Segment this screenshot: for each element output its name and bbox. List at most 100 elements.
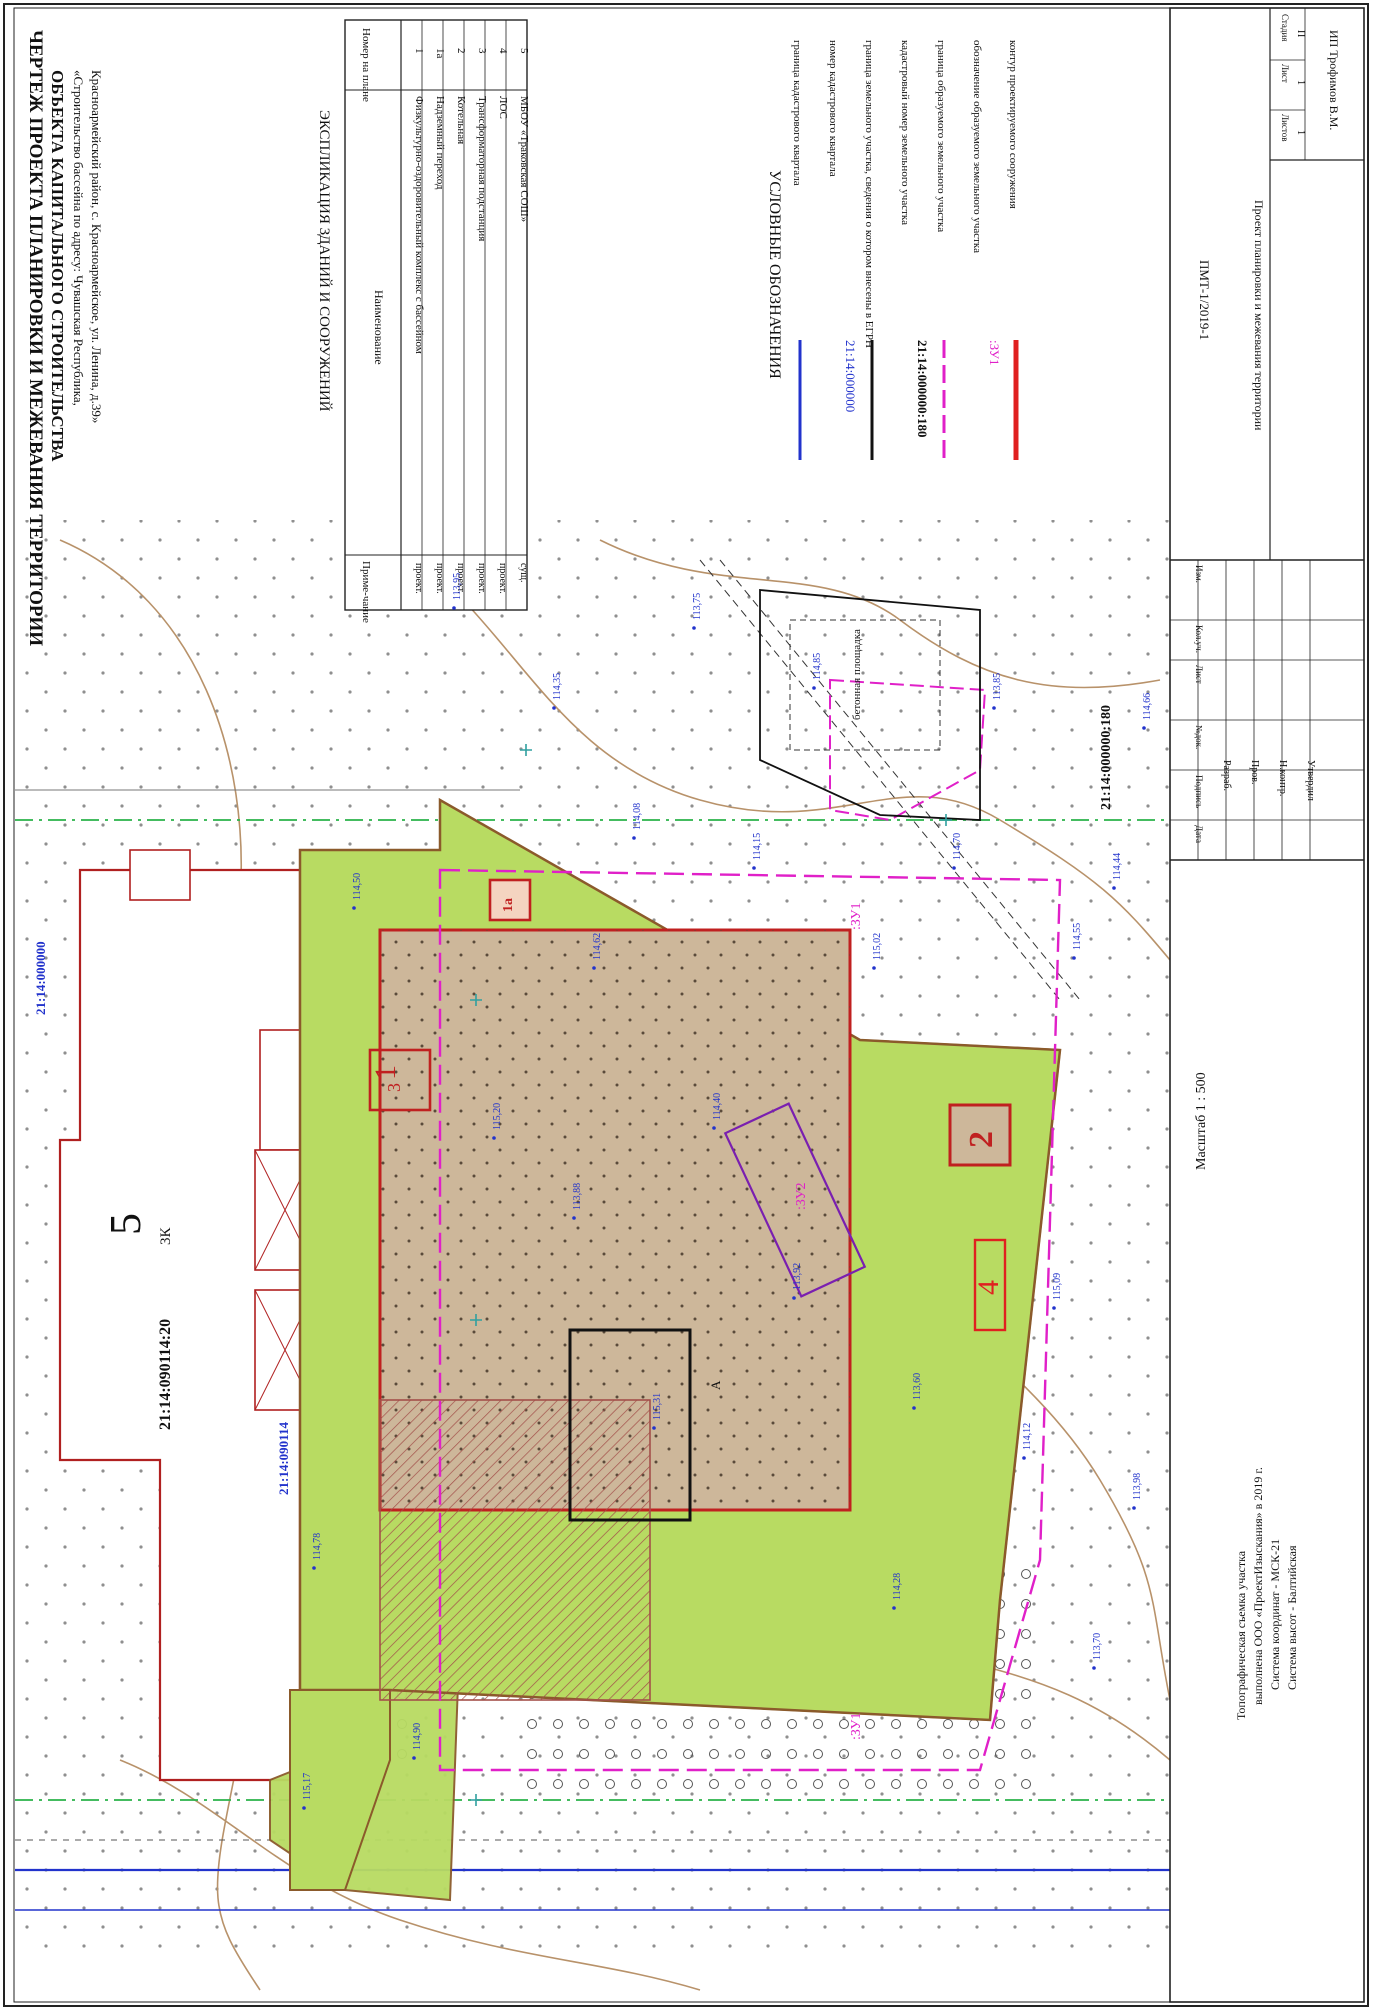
legend-text: кадастровый номер земельного участка [899, 40, 911, 225]
elevation-point [552, 706, 556, 710]
stamp-stage-header: Лист [1280, 64, 1290, 83]
utility-lines [15, 559, 1170, 1911]
elevation-value: 115,02 [872, 933, 883, 960]
elevation-mark: 114,66 [1142, 693, 1153, 730]
explication-row-num: 2 [455, 48, 467, 54]
elevation-value: 113,85 [992, 673, 1003, 700]
building-4-number: 4 [972, 1280, 1005, 1295]
legend-item: контур проектируемого сооружения [1007, 40, 1019, 460]
elevation-point [1052, 1306, 1056, 1310]
elevation-point [692, 626, 696, 630]
elevation-value: 114,55 [1072, 923, 1083, 950]
elevation-mark: 113,70 [1092, 1633, 1103, 1670]
elevation-point [492, 1136, 496, 1140]
elevation-mark: 113,85 [992, 673, 1003, 710]
elevation-point [1072, 956, 1076, 960]
explication-row-note: проект. [455, 563, 466, 594]
stamp-stage-value: П [1295, 30, 1306, 37]
explication-row-num: 3 [476, 48, 488, 54]
elevation-value: 115,09 [1052, 1273, 1063, 1300]
explication-frame [344, 19, 528, 611]
legend-text: граница кадастрового квартала [791, 40, 803, 186]
elevation-point [652, 1426, 656, 1430]
stamp-role: Пров. [1249, 760, 1260, 784]
parcel-main-label: 21:14:090114:20 [157, 1319, 174, 1430]
stamp-organization: ИП Трофимов В.М. [1327, 30, 1341, 130]
elevation-value: 114,70 [952, 833, 963, 860]
building-2-outline [948, 1103, 1012, 1167]
building-3-number: 3 [384, 1083, 404, 1092]
elevation-value: 113,95 [452, 573, 463, 600]
topo-note-line-3: Система координат - МСК-21 [1268, 1539, 1282, 1690]
legend-sample-label: 21:14:000000:180 [915, 340, 930, 438]
tree-markers [470, 744, 952, 1806]
elevation-value: 113,92 [792, 1263, 803, 1290]
explication-header-num: Номер на плане [360, 28, 372, 102]
green-area-extension [289, 1689, 391, 1891]
elevation-point [412, 1756, 416, 1760]
elevation-point [572, 1216, 576, 1220]
zu1-label-2: :ЗУ1 [849, 1713, 864, 1740]
elevation-point [302, 1806, 306, 1810]
elevation-mark: 113,95 [452, 573, 463, 610]
building-2-number: 2 [963, 1131, 1000, 1148]
stamp-role: Разраб. [1221, 760, 1232, 791]
stamp-column-label: Лист [1194, 665, 1204, 684]
elevation-mark: 114,70 [952, 833, 963, 870]
zu2-outline [723, 1102, 867, 1298]
legend-text: номер кадастрового квартала [827, 40, 839, 177]
parcel-right-label: 21:14:000000:180 [1099, 705, 1114, 810]
building-letter: А [708, 1380, 723, 1390]
zu1-boundary [438, 868, 1062, 1772]
quarter-label: 21:14:090114 [276, 1422, 291, 1495]
elevation-mark: 113,92 [792, 1263, 803, 1300]
elevation-point [452, 606, 456, 610]
building-5-number: 5 [101, 1213, 150, 1235]
title-block: Изм.Кол.уч.Лист№док.ПодписьДатаРазраб.Пр… [1169, 7, 1365, 2003]
stamp-stage-value: 1 [1295, 130, 1306, 135]
existing-building-outline [568, 1328, 692, 1522]
concrete-pad-label: бетонная площадка [851, 629, 863, 720]
elevation-mark: 114,78 [312, 1533, 323, 1570]
elevation-point [792, 1296, 796, 1300]
legend-text: граница земельного участка, сведения о к… [863, 40, 875, 348]
legend-item: 21:14:000000:180 кадастровый номер земель… [899, 40, 930, 438]
legend-item: граница кадастрового квартала [791, 40, 803, 460]
title-line-2: ОБЪЕКТА КАПИТАЛЬНОГО СТРОИТЕЛЬСТВА [48, 70, 67, 462]
elevation-value: 114,12 [1022, 1423, 1033, 1450]
building-1a-number: 1а [501, 898, 516, 912]
explication-row-name: Трансформаторная подстанция [476, 96, 488, 241]
elevation-point [1142, 726, 1146, 730]
elevation-mark: 114,90 [412, 1723, 423, 1760]
legend-item: граница образуемого земельного участка [935, 40, 947, 460]
explication-title: ЭКСПЛИКАЦИЯ ЗДАНИЙ И СООРУЖЕНИЙ [316, 110, 333, 412]
legend-item: :ЗУ1 обозначение образуемого земельного у… [971, 40, 1002, 366]
topo-note-line-4: Система высот - Балтийская [1285, 1545, 1299, 1690]
topo-note-line-1: Топографическая съемка участка [1234, 1550, 1248, 1720]
stamp-role: Н.контр. [1277, 760, 1288, 796]
stamp-column-label: №док. [1194, 725, 1204, 749]
stamp-code: ПМТ-1/2019-1 [1197, 260, 1212, 340]
title-line-3: «Строительство бассейна по адресу: Чуваш… [71, 70, 86, 406]
elevation-value: 114,62 [592, 933, 603, 960]
stamp-stage-header: Листов [1280, 114, 1290, 141]
elevation-point [352, 906, 356, 910]
floors-label: 3К [158, 1227, 174, 1246]
stamp-column-label: Кол.уч. [1194, 625, 1204, 653]
elevation-mark: 114,15 [752, 833, 763, 870]
legend-text: обозначение образуемого земельного участ… [971, 40, 983, 253]
elevation-mark: 114,12 [1022, 1423, 1033, 1460]
legend-sample-label: :ЗУ1 [987, 340, 1002, 366]
stamp-stage-header: Стадия [1280, 14, 1290, 41]
elevation-marks: 114,78115,17114,50114,90113,95115,20114,… [302, 573, 1153, 1810]
elevation-value: 113,70 [1092, 1633, 1103, 1660]
elevation-mark: 114,50 [352, 873, 363, 910]
explication-row-note: проект. [434, 563, 445, 594]
scale-label: Масштаб 1 : 500 [1194, 1072, 1209, 1170]
explication-table: ЭКСПЛИКАЦИЯ ЗДАНИЙ И СООРУЖЕНИЙ Номер на … [316, 19, 530, 623]
hatched-area [379, 1399, 651, 1701]
elevation-mark: 115,02 [872, 933, 883, 970]
stamp-frame [1169, 7, 1365, 2003]
